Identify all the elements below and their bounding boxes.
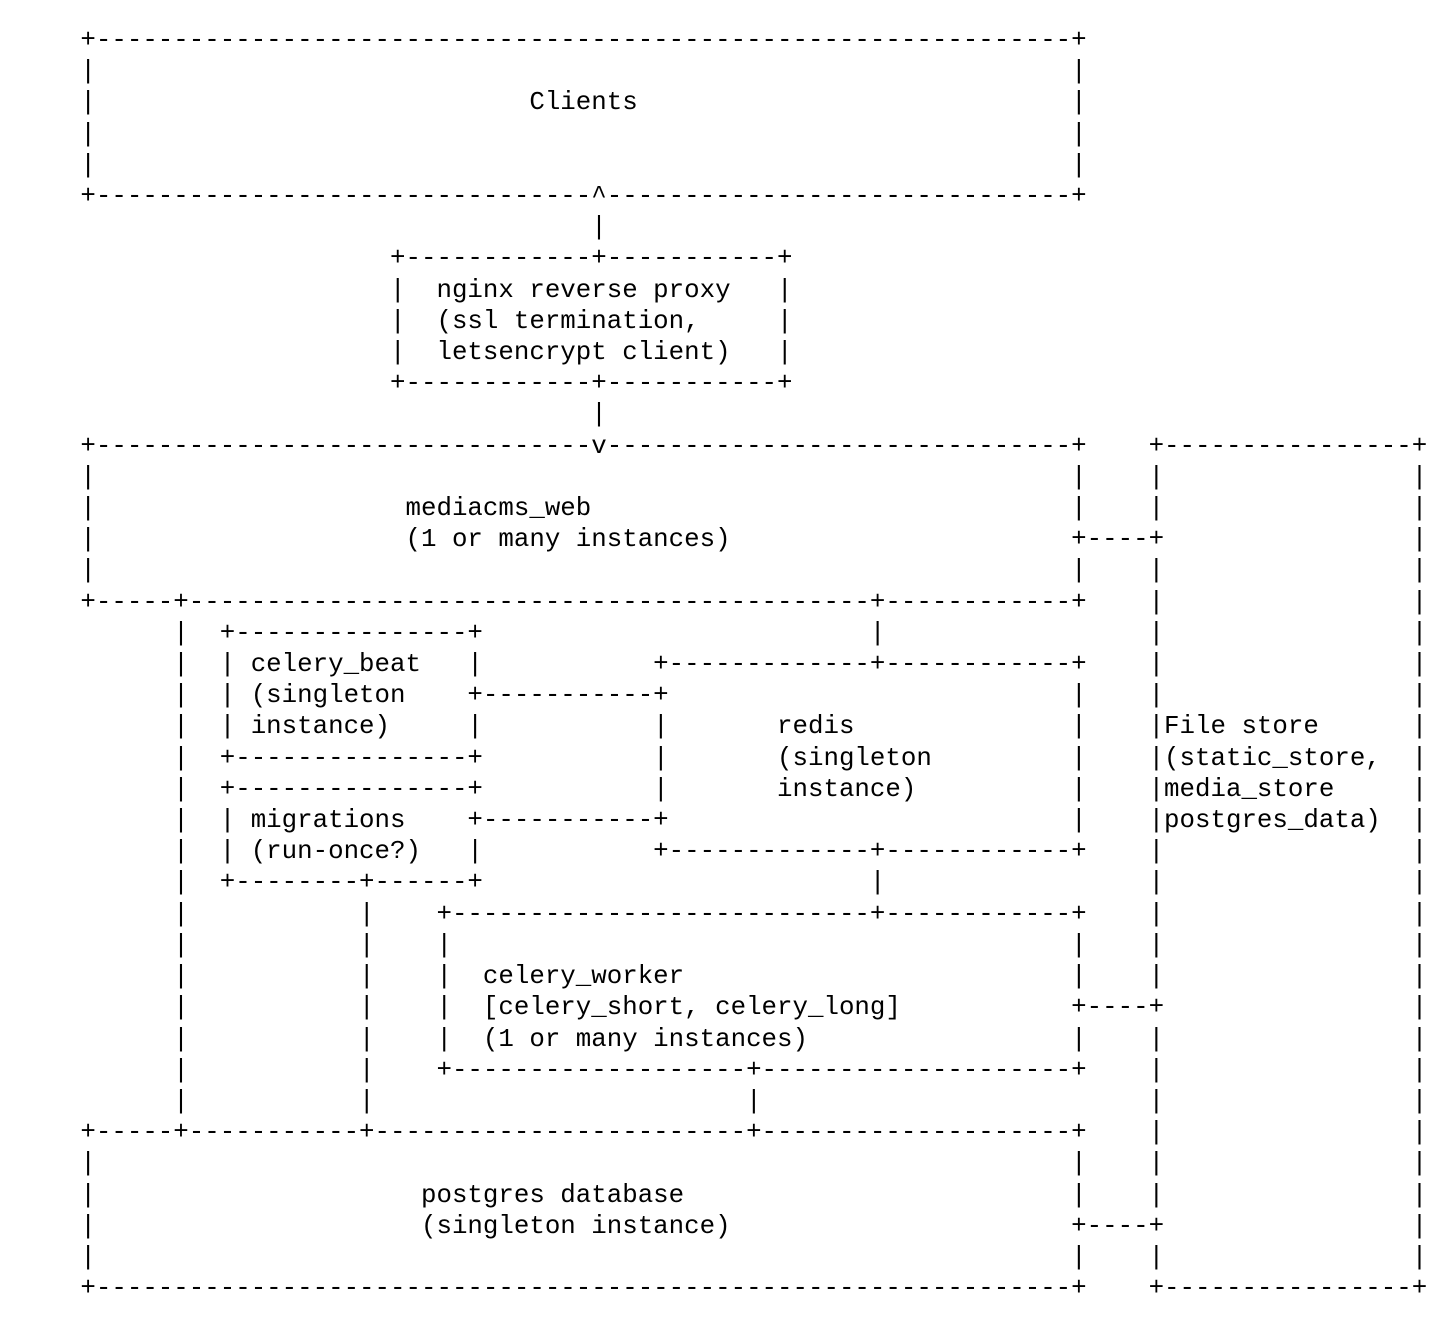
ascii-architecture-diagram: +---------------------------------------…: [80, 26, 1428, 1304]
